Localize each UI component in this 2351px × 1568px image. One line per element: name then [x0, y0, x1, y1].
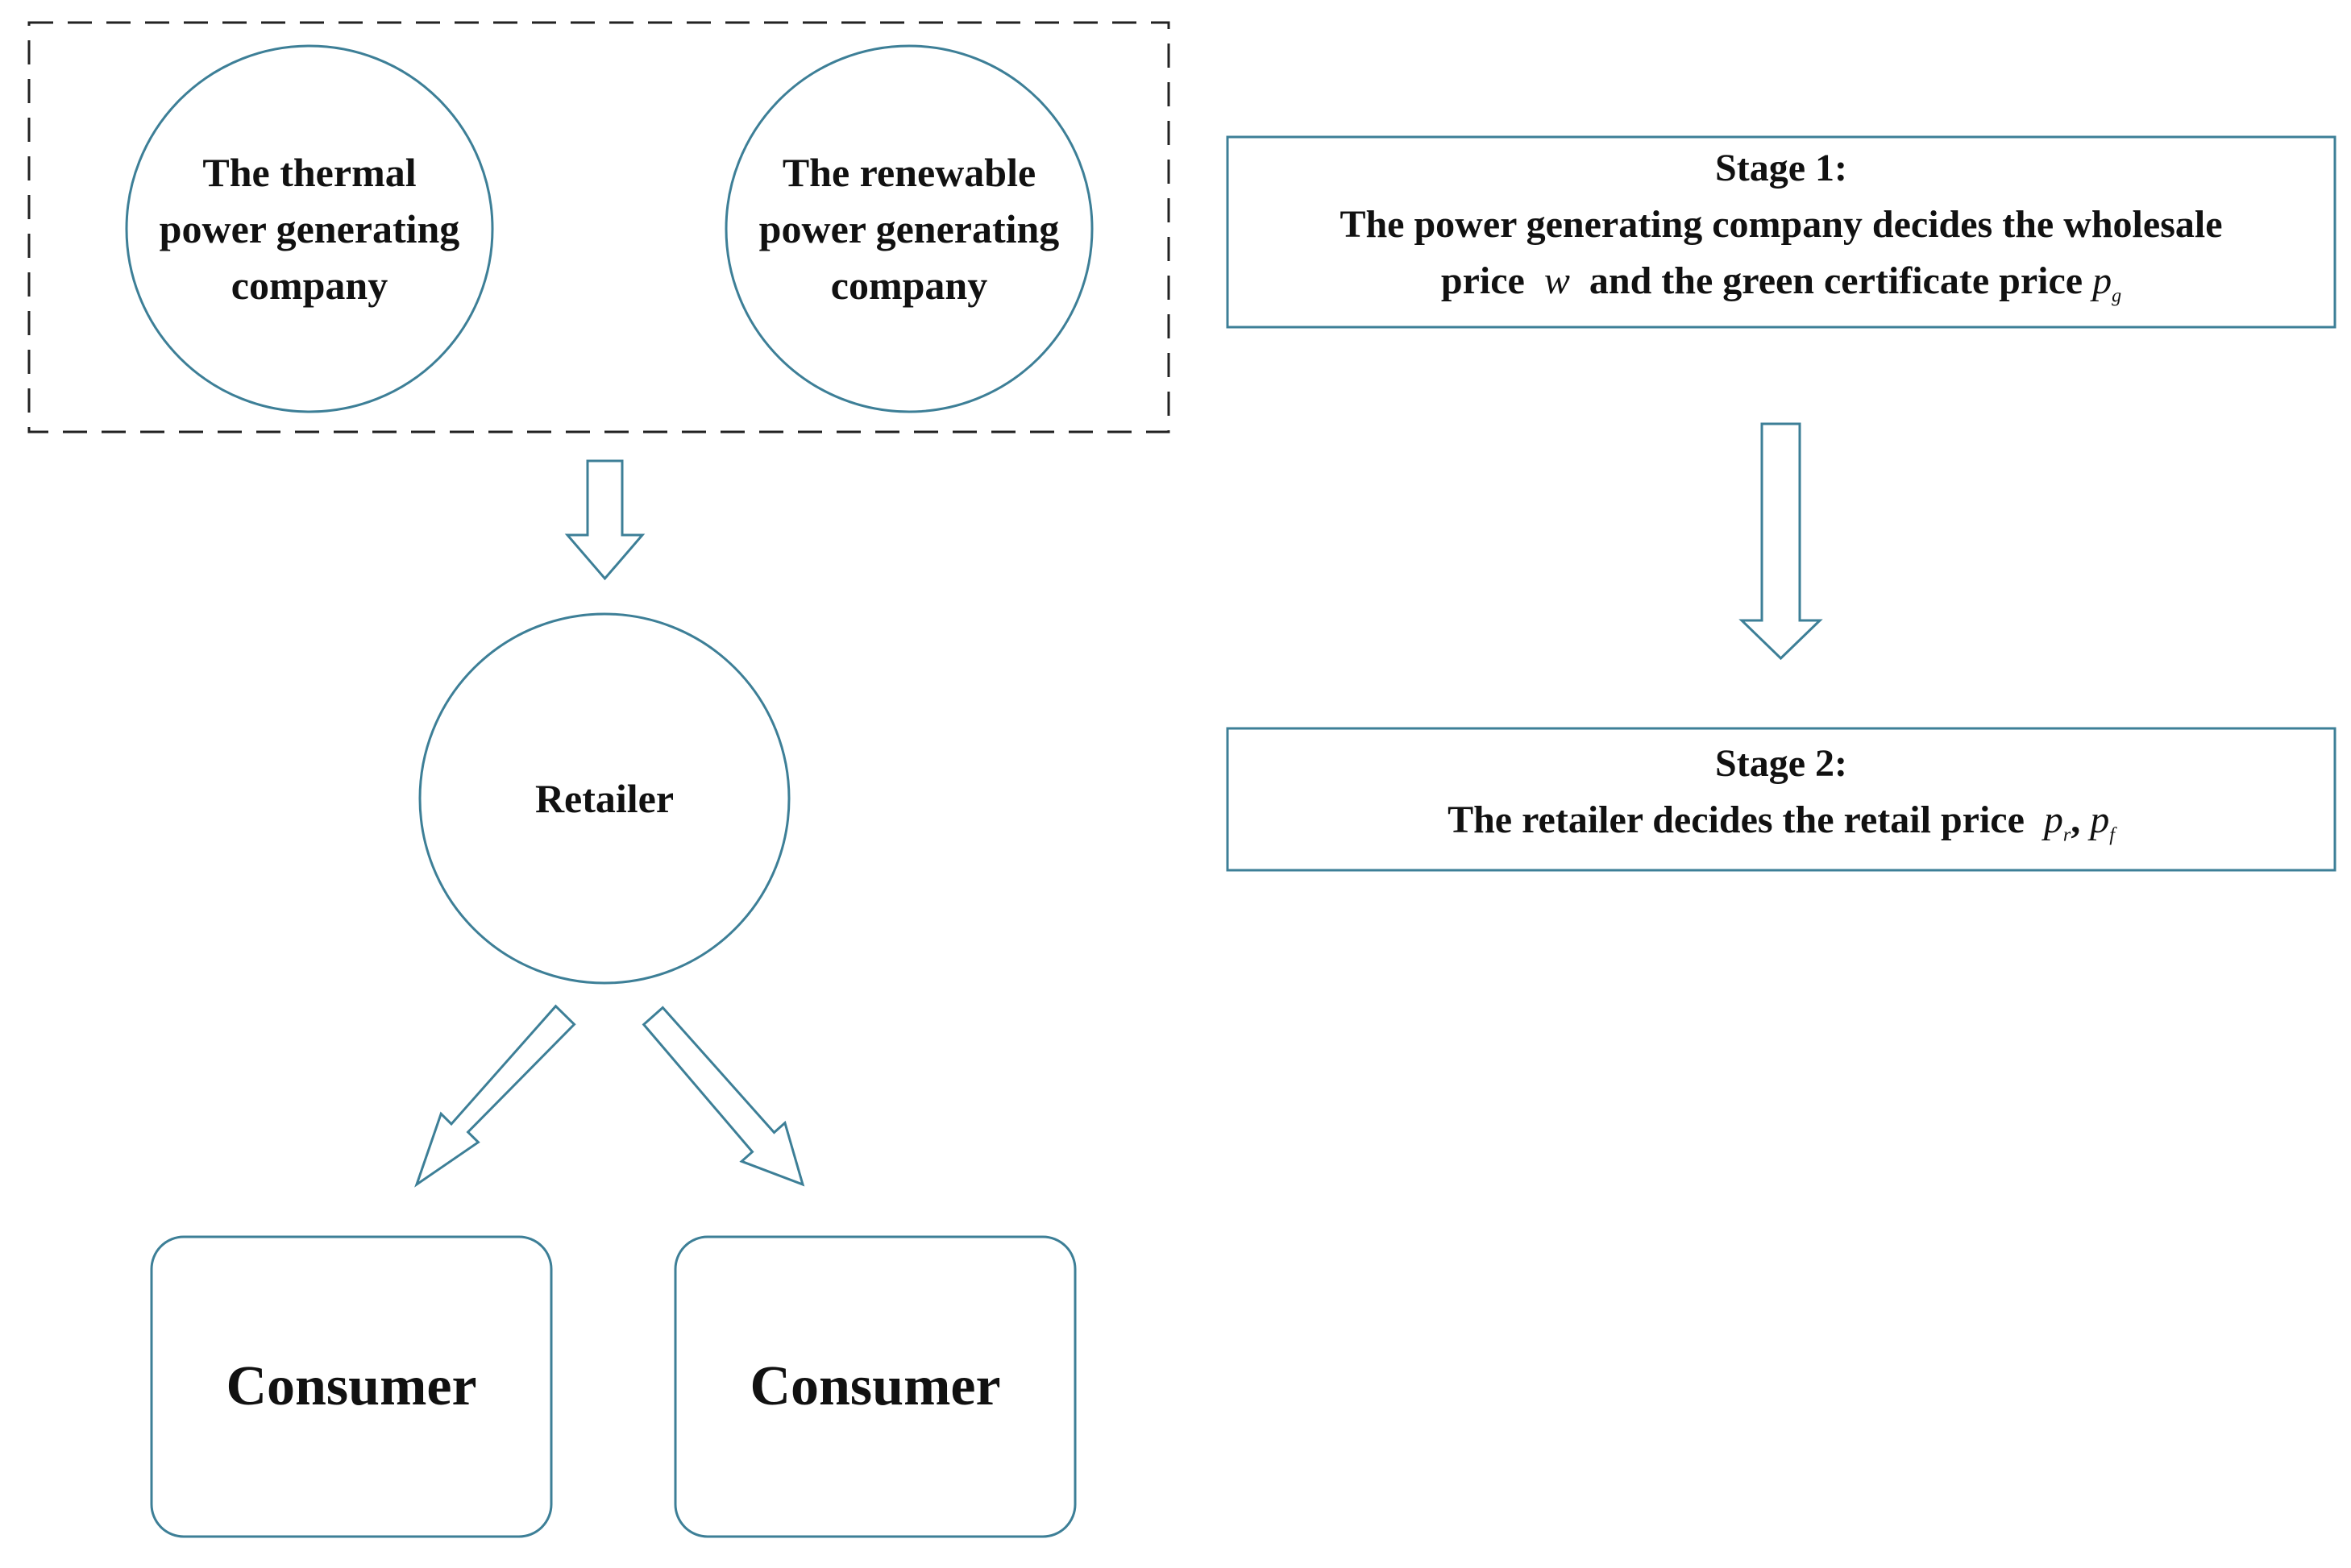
var-pf-sub: f [2109, 824, 2115, 846]
stage1-line2-mid: and the green certificate price [1589, 259, 2083, 302]
stage2-title: Stage 2: [1715, 741, 1847, 785]
stage1-line2: price w and the green certificate price … [1441, 253, 2121, 325]
arrow-stage1-to-stage2 [1738, 422, 1823, 661]
stage1-title: Stage 1: [1715, 146, 1847, 189]
retailer-label: Retailer [420, 758, 789, 839]
renewable-line-2: power generating [758, 206, 1060, 251]
renewable-company-label: The renewable power generating company [726, 86, 1092, 371]
var-pr-sub: r [2062, 824, 2071, 846]
consumer-node-left [150, 1235, 553, 1538]
var-pg: pg [2092, 259, 2121, 307]
thermal-line-3: company [231, 263, 388, 308]
arrow-down-to-retailer [564, 459, 646, 581]
stage2-box [1226, 727, 2336, 872]
retailer-text: Retailer [534, 776, 675, 821]
thermal-company-node [125, 44, 494, 413]
consumer-right-text: Consumer [750, 1355, 1001, 1417]
consumer-node-right [674, 1235, 1077, 1538]
var-w: w [1543, 259, 1570, 302]
consumer-label-right: Consumer [675, 1237, 1075, 1537]
stage1-text: Stage 1: The power generating company de… [1227, 137, 2335, 327]
var-separator: , [2071, 798, 2081, 841]
renewable-company-node [725, 44, 1094, 413]
thermal-company-label: The thermal power generating company [127, 86, 492, 371]
var-pf: pf [2090, 798, 2115, 846]
var-pg-sub: g [2112, 285, 2122, 307]
consumer-left-text: Consumer [226, 1355, 477, 1417]
retailer-node [418, 612, 791, 985]
stage1-line1: The power generating company decides the… [1340, 202, 2223, 246]
renewable-line-1: The renewable [782, 150, 1036, 195]
thermal-line-1: The thermal [202, 150, 417, 195]
arrow-to-right-consumer [642, 1006, 805, 1187]
stage2-text: Stage 2: The retailer decides the retail… [1227, 728, 2335, 870]
var-pg-base: p [2092, 259, 2112, 302]
thermal-line-2: power generating [159, 206, 460, 251]
stage1-price-word: price [1440, 259, 1525, 302]
stage2-line1-prefix: The retailer decides the retail price [1448, 798, 2025, 841]
renewable-line-3: company [830, 263, 988, 308]
consumer-label-left: Consumer [152, 1237, 551, 1537]
var-pf-base: p [2090, 798, 2110, 841]
var-pr: pr [2043, 798, 2071, 846]
stage1-box [1226, 135, 2336, 329]
arrow-to-left-consumer [414, 1004, 576, 1188]
stage2-line1: The retailer decides the retail price pr… [1448, 792, 2115, 864]
var-pr-base: p [2043, 798, 2063, 841]
